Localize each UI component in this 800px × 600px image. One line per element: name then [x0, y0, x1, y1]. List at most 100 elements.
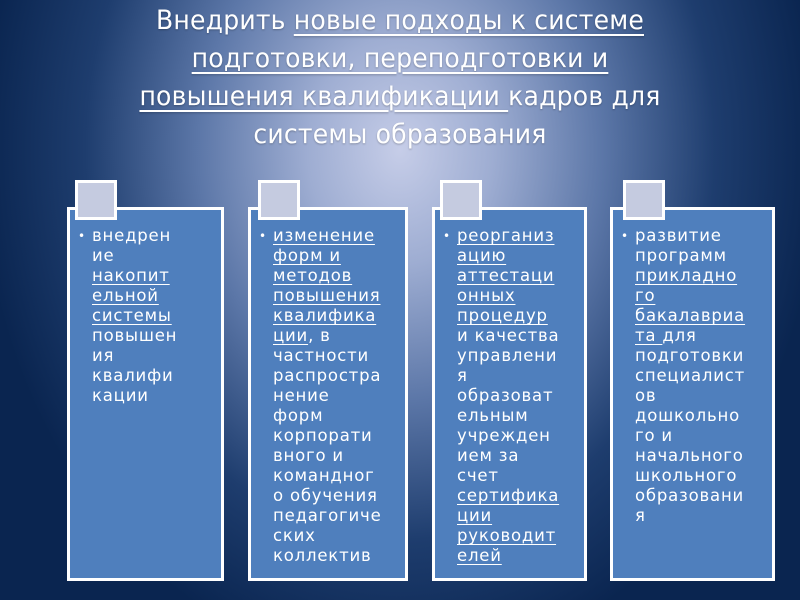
card-text-line: частности [273, 346, 401, 366]
underlined-text: накопит [92, 266, 170, 285]
card-text-line: форм [273, 406, 401, 426]
card-text-line: реорганиз [457, 226, 580, 246]
card-text-line: накопит [92, 266, 217, 286]
underlined-text: изменение [273, 226, 375, 245]
plain-text: дошкольно [635, 406, 741, 425]
title-underlined-3: повышения квалификации [139, 81, 509, 112]
card-text-line: го [635, 286, 768, 306]
plain-text: образовани [635, 486, 745, 505]
card-text-line: кации [92, 386, 217, 406]
card-text-line: подготовки [635, 346, 768, 366]
card-text-line: специалист [635, 366, 768, 386]
plain-text: для [662, 326, 697, 345]
plain-text: , в [308, 326, 331, 345]
card-text-line: управлени [457, 346, 580, 366]
card-text-line: прикладно [635, 266, 768, 286]
card-text-line: аттестаци [457, 266, 580, 286]
plain-text: корпорати [273, 426, 373, 445]
card-text-line: ацию [457, 246, 580, 266]
card-text-line: ия [92, 346, 217, 366]
card-text-line: я [635, 506, 768, 526]
card-text-line: руководит [457, 526, 580, 546]
title-underlined-2: подготовки, переподготовки и [191, 43, 609, 74]
card-text-line: форм и [273, 246, 401, 266]
plain-text: частности [273, 346, 370, 365]
underlined-text: повышения [273, 286, 381, 305]
card-text-line: я [457, 366, 580, 386]
plain-text: ием за [457, 446, 520, 465]
card-text-line: квалифика [273, 306, 401, 326]
card-text-line: образоват [457, 386, 580, 406]
underlined-text: квалифика [273, 306, 377, 325]
plain-text: о обучения [273, 486, 378, 505]
card-text-line: ельной [92, 286, 217, 306]
card-text-line: ских [273, 526, 401, 546]
card-text-line: повышения [273, 286, 401, 306]
card-text-line: счет [457, 466, 580, 486]
card-text-line: процедур [457, 306, 580, 326]
plain-text: командног [273, 466, 375, 485]
card-text-line: онных [457, 286, 580, 306]
plain-text: педагогиче [273, 506, 382, 525]
plain-text: программ [635, 246, 727, 265]
plain-text: учрежден [457, 426, 551, 445]
plain-text: ских [273, 526, 316, 545]
plain-text: коллектив [273, 546, 372, 565]
plain-text: подготовки [635, 346, 745, 365]
underlined-text: ции [457, 506, 493, 525]
plain-text: форм [273, 406, 324, 425]
card-text-line: педагогиче [273, 506, 401, 526]
underlined-text: методов [273, 266, 353, 285]
plain-text: квалифи [92, 366, 174, 385]
slide-title: Внедрить новые подходы к системе подгото… [65, 2, 735, 154]
plain-text: ия [92, 346, 115, 365]
plain-text: вного и [273, 446, 344, 465]
title-underlined-1: новые подходы к системе [293, 5, 644, 36]
bullet-icon: • [78, 229, 86, 243]
card-tab-3 [440, 180, 482, 220]
plain-text: я [457, 366, 468, 385]
card-text-line: ельным [457, 406, 580, 426]
plain-text: школьного [635, 466, 738, 485]
card-text-line: учрежден [457, 426, 580, 446]
plain-text: специалист [635, 366, 746, 385]
underlined-text: руководит [457, 526, 557, 545]
bullet-icon: • [259, 229, 267, 243]
plain-text: развитие [635, 226, 722, 245]
card-text-line: о обучения [273, 486, 401, 506]
card-text-line: сертифика [457, 486, 580, 506]
underlined-text: ацию [457, 246, 507, 265]
plain-text: внедрен [92, 226, 172, 245]
card-text-line: вного и [273, 446, 401, 466]
plain-text: начального [635, 446, 744, 465]
underlined-text: ельной [92, 286, 159, 305]
plain-text: кации [92, 386, 149, 405]
underlined-text: ции [273, 326, 309, 345]
card-text-line: командног [273, 466, 401, 486]
card-text-line: изменение [273, 226, 401, 246]
plain-text: я [635, 506, 646, 525]
underlined-text: бакалавриа [635, 306, 746, 325]
card-tab-4 [623, 180, 665, 220]
plain-text: управлени [457, 346, 558, 365]
underlined-text: сертифика [457, 486, 560, 505]
underlined-text: елей [457, 546, 502, 565]
title-plain-3: кадров для [508, 81, 661, 112]
card-text-line: го и [635, 426, 768, 446]
plain-text: счет [457, 466, 499, 485]
card-text-line: бакалавриа [635, 306, 768, 326]
card-text-line: системы [92, 306, 217, 326]
bullet-icon: • [443, 229, 451, 243]
title-plain-4: системы образования [253, 119, 547, 150]
card-text-line: развитие [635, 226, 768, 246]
card-text-line: ции [457, 506, 580, 526]
